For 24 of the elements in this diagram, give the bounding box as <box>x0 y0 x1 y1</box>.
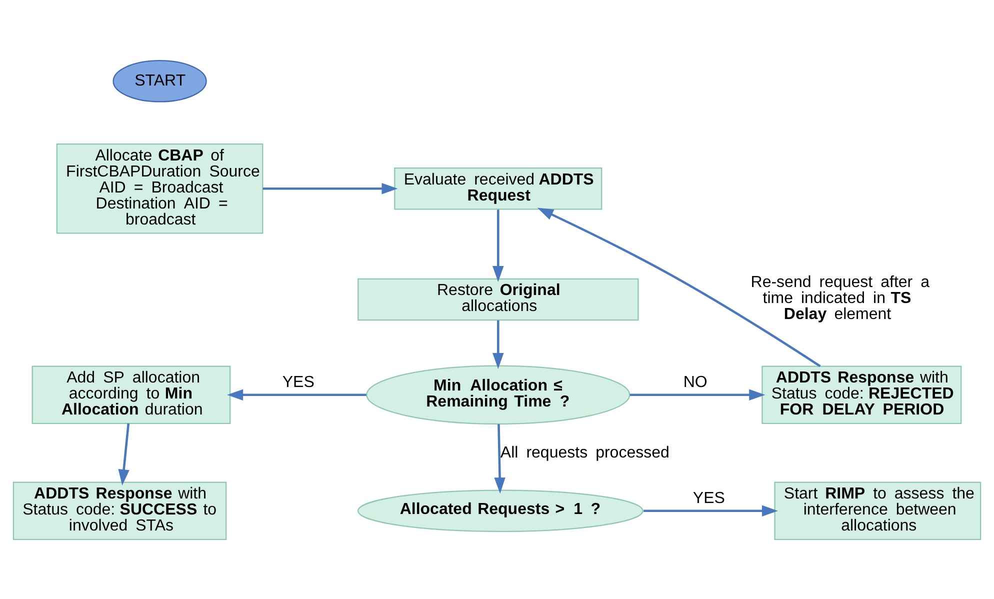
node-box: ADDTS Response with Status code: REJECTED FOR DELAY PERIOD <box>762 365 962 424</box>
node-box: Allocate CBAP of FirstCBAPDuration Source AID = Broadcast Destination AID = broadcast <box>56 142 264 234</box>
arrow <box>630 388 766 400</box>
node-ellipse: Min Allocation ≤ Remaining Time ? <box>366 364 630 424</box>
arrow <box>118 422 130 485</box>
node-box: ADDTS Response with Status code: SUCCESS to involved STAs <box>12 481 227 540</box>
arrow <box>494 424 506 494</box>
arrow <box>492 320 504 368</box>
edge-label: YES <box>692 490 725 507</box>
edge-label: Re-send request after a time indicated in TS Delay element <box>750 274 930 323</box>
edge-label: YES <box>282 374 314 391</box>
node-box: Evaluate received ADDTS Request <box>394 166 602 210</box>
node-box: Start RIMP to assess the interference between allocations <box>774 481 982 540</box>
node-box: Restore Original allocations <box>358 278 639 320</box>
arrow <box>644 504 778 516</box>
node-box: Add SP allocation according to Min Allocation duration <box>32 365 231 424</box>
edge-label: NO <box>683 374 708 391</box>
arrow <box>537 207 821 367</box>
arrow <box>227 388 366 400</box>
edge-label: All requests processed <box>500 444 670 461</box>
arrow <box>492 209 504 282</box>
arrow <box>262 182 398 194</box>
node-ellipse: Allocated Requests > 1 ? <box>357 489 644 532</box>
node-ellipse: START <box>112 60 207 102</box>
